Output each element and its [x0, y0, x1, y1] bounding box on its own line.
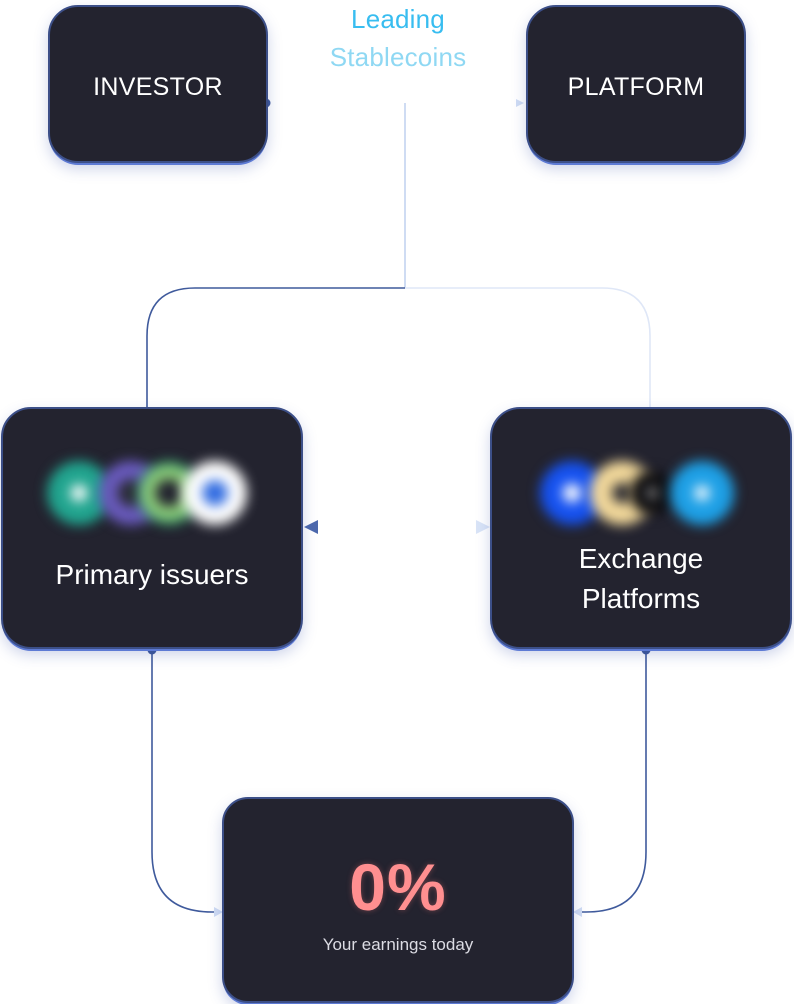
platform-node: PLATFORM [526, 5, 746, 163]
issuer-logos [3, 457, 301, 529]
primary-issuers-label: Primary issuers [55, 559, 249, 590]
earnings-value: 0% [349, 850, 447, 924]
exchange-label-line-2: Platforms [581, 583, 701, 614]
exchange-logo-4 [670, 461, 734, 525]
investor-platform-arrowhead [516, 99, 524, 107]
issuers-earnings-connector [151, 650, 216, 913]
title-leading: Leading [351, 4, 445, 34]
branch-right-connector [405, 287, 651, 407]
issuer-logo-4 [183, 461, 247, 525]
right-arrowhead [476, 520, 490, 534]
earnings-caption: Your earnings today [322, 935, 474, 954]
earnings-node: 0% Your earnings today [222, 797, 574, 1003]
exchange-earnings-connector [580, 650, 647, 913]
branch-left-connector [146, 287, 405, 407]
investor-node: INVESTOR [48, 5, 268, 163]
issuers-earnings-arrowhead [214, 907, 223, 917]
exchange-label-line-1: Exchange [578, 543, 704, 574]
exchange-logos [492, 457, 790, 529]
title-stablecoins: Stablecoins [329, 42, 467, 72]
investor-label: INVESTOR [93, 73, 223, 101]
exchange-earnings-arrowhead [573, 907, 582, 917]
exchange-logo-3 [630, 471, 674, 515]
platform-label: PLATFORM [567, 73, 705, 101]
left-arrowhead [304, 520, 318, 534]
primary-issuers-node: Primary issuers [1, 407, 303, 649]
exchange-platforms-node: Exchange Platforms [490, 407, 792, 649]
